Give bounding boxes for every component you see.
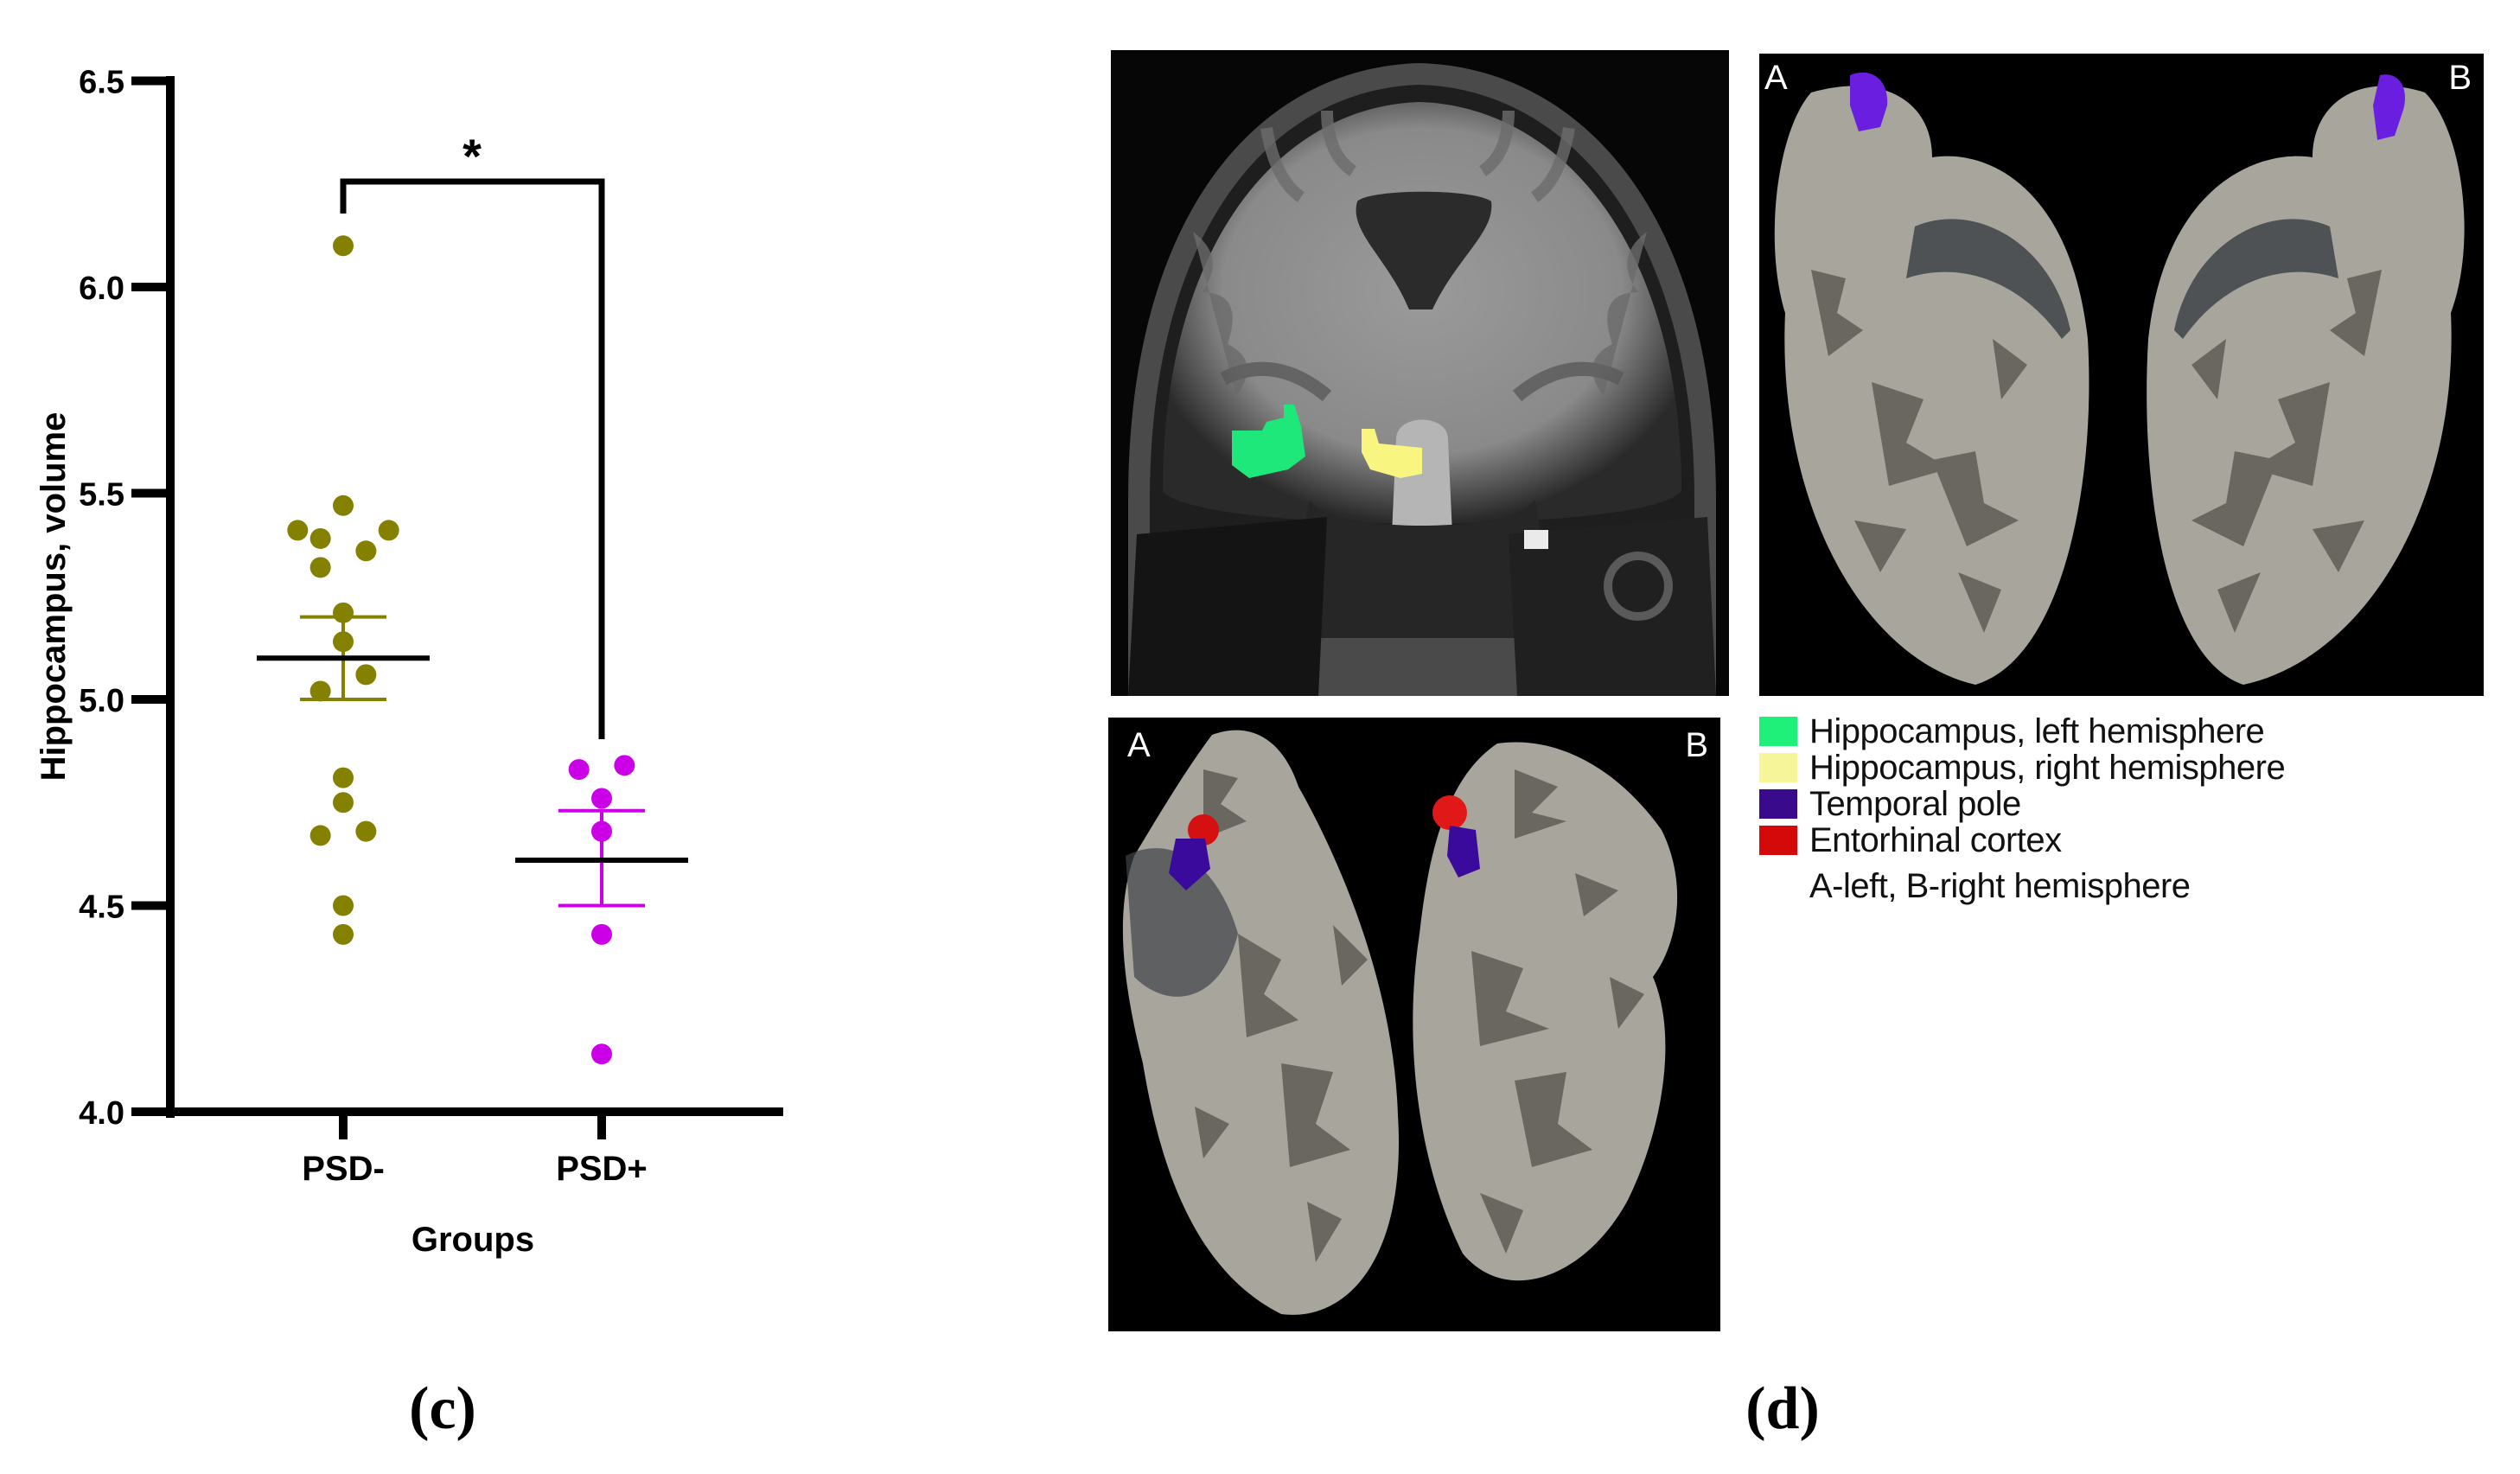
y-tick-label: 4.0	[79, 1095, 124, 1132]
data-point	[591, 923, 612, 945]
y-tick-label: 5.5	[79, 477, 124, 514]
data-point	[309, 557, 331, 578]
x-tick-label: PSD+	[556, 1150, 648, 1188]
surface-render-top: A B	[1759, 54, 2484, 696]
hemisphere-letter-b: B	[2448, 59, 2472, 97]
data-point	[568, 759, 590, 781]
legend-label: Hippocampus, left hemisphere	[1809, 712, 2265, 750]
coronal-mri-image	[1111, 50, 1729, 696]
data-point	[333, 895, 354, 916]
legend-label: Temporal pole	[1809, 785, 2021, 823]
data-point	[333, 235, 354, 257]
dot-plot-chart: 4.0 4.5 5.0 5.5 6.0 6.5 PSD- PSD+ Hippocampus,…	[35, 65, 783, 1259]
data-point	[591, 1043, 612, 1065]
legend-item-hippocampus-right: Hippocampus, right hemisphere	[1759, 749, 2286, 787]
data-point	[591, 788, 612, 809]
y-axis-title: Hippocampus, volume	[35, 412, 73, 782]
data-point	[378, 520, 399, 541]
y-tick-label: 5.0	[79, 683, 124, 719]
data-point	[287, 520, 309, 541]
legend-item-entorhinal-cortex: Entorhinal cortex	[1759, 822, 2285, 858]
legend-label: Hippocampus, right hemisphere	[1809, 749, 2286, 787]
data-point	[333, 923, 354, 945]
region-legend: Hippocampus, left hemisphere Hippocampus…	[1759, 713, 2286, 905]
significance-bracket	[340, 178, 605, 739]
significance-star: *	[463, 129, 482, 183]
y-ticks: 4.0 4.5 5.0 5.5 6.0 6.5	[79, 65, 170, 1132]
legend-hemisphere-note: A-left, B-right hemisphere	[1809, 867, 2191, 905]
data-point	[309, 825, 331, 846]
hemisphere-letter-b: B	[1685, 726, 1708, 764]
y-tick-label: 4.5	[79, 890, 124, 926]
data-point	[355, 664, 377, 686]
data-point	[591, 820, 612, 842]
x-tick-label: PSD-	[302, 1150, 385, 1188]
x-ticks: PSD- PSD+	[302, 1112, 648, 1188]
temporal-pole-left-top	[1850, 72, 1888, 131]
right-hippocampus-segment	[1362, 429, 1422, 478]
temporal-pole-right-top	[2373, 74, 2405, 140]
legend-swatch	[1759, 753, 1797, 782]
data-point	[614, 755, 635, 776]
legend-swatch	[1759, 826, 1797, 855]
data-point	[355, 820, 377, 842]
data-point	[309, 680, 331, 702]
entorhinal-left-bottom	[1188, 814, 1219, 845]
x-axis-title: Groups	[411, 1221, 534, 1259]
data-point	[333, 792, 354, 814]
surface-render-bottom: A B	[1108, 718, 1720, 1331]
panel-label-d: (d)	[1745, 1375, 1820, 1442]
data-point	[333, 495, 354, 516]
series-PSD+	[515, 755, 688, 1065]
legend-item-hippocampus-left: Hippocampus, left hemisphere	[1759, 713, 2285, 750]
entorhinal-right-bottom	[1432, 795, 1467, 830]
legend-swatch	[1759, 717, 1797, 746]
y-tick-label: 6.0	[79, 271, 124, 307]
data-point	[309, 527, 331, 549]
legend-label: Entorhinal cortex	[1809, 821, 2062, 859]
data-point	[333, 631, 354, 653]
hemisphere-letter-a: A	[1127, 726, 1151, 764]
data-point	[333, 767, 354, 788]
legend-item-temporal-pole: Temporal pole	[1759, 786, 2285, 822]
data-point	[355, 540, 377, 562]
y-tick-label: 6.5	[79, 65, 124, 101]
legend-swatch	[1759, 789, 1797, 819]
temporal-pole-right-bottom	[1447, 826, 1480, 877]
panel-label-c: (c)	[409, 1375, 476, 1442]
data-series	[257, 235, 688, 1065]
series-PSD-	[257, 235, 430, 945]
data-point	[333, 602, 354, 623]
left-hippocampus-segment	[1232, 405, 1305, 478]
hemisphere-letter-a: A	[1764, 59, 1788, 97]
temporal-pole-left-bottom	[1169, 839, 1210, 890]
